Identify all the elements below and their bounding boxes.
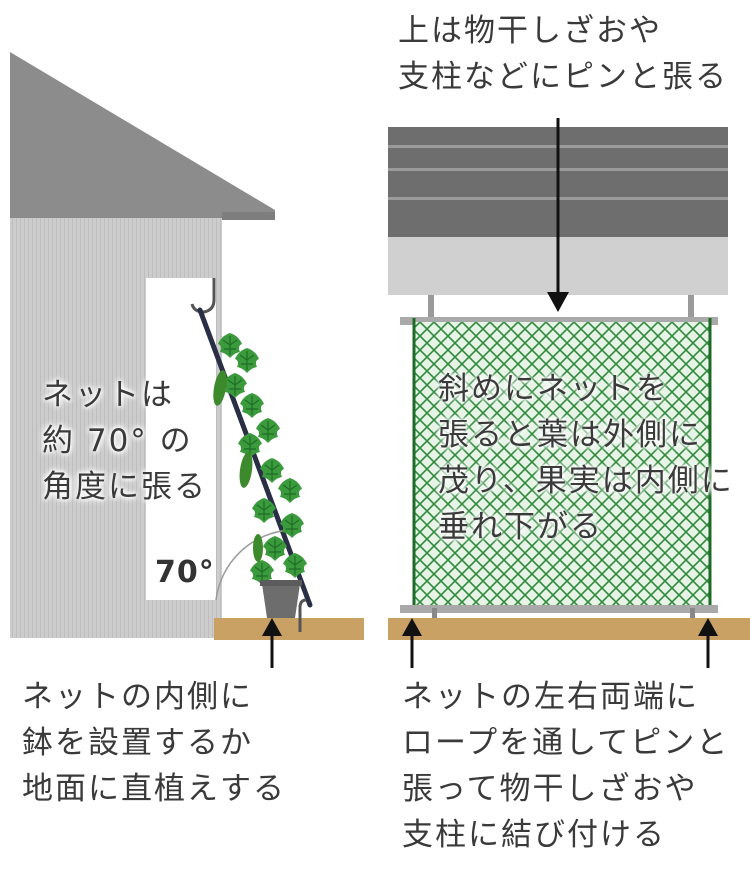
arrow-up-icon-right-2 <box>698 618 718 668</box>
roof-eave <box>222 212 275 220</box>
label-bottom-right-line-3: 張って物干しざおや <box>402 771 698 807</box>
angle-arc <box>215 529 291 601</box>
ground-right <box>388 618 750 640</box>
drying-pole-top <box>400 317 718 325</box>
arrow-down-icon-top <box>547 118 569 312</box>
label-bottom-right-line-4: 支柱に結び付ける <box>402 817 666 853</box>
label-net-center-line-2: 張ると葉は外側に <box>438 417 702 453</box>
label-top-right-line-1: 上は物干しざおや <box>398 13 662 49</box>
bracket-right <box>688 295 694 320</box>
label-net-center-line-4: 垂れ下がる <box>438 509 603 545</box>
angle-label: 70° <box>155 555 215 590</box>
ground-left <box>214 618 364 640</box>
label-left-middle-line-3: 角度に張る <box>42 469 207 505</box>
ground-peg-icon <box>298 598 307 632</box>
plant-pot <box>262 584 300 618</box>
label-bottom-right-line-1: ネットの左右両端に <box>402 679 699 715</box>
label-bottom-left-line-3: 地面に直植えする <box>22 771 286 807</box>
label-top-right-line-2: 支柱などにピンと張る <box>398 59 728 95</box>
arrow-up-icon-right-1 <box>402 618 422 668</box>
bracket-left <box>428 295 434 320</box>
roof <box>10 52 275 218</box>
label-net-center: 斜めにネットを 張ると葉は外側に 茂り、果実は内側に 垂れ下がる <box>438 366 734 550</box>
label-bottom-right-line-2: ロープを通してピンと <box>402 725 730 761</box>
label-net-center-line-1: 斜めにネットを <box>438 371 669 407</box>
label-left-middle-line-1: ネットは <box>42 377 174 413</box>
house <box>10 52 275 638</box>
wall-opening <box>146 278 216 600</box>
eave-soffit <box>145 218 222 278</box>
label-left-middle-line-2: 約 70° の <box>42 423 193 459</box>
label-net-center-line-3: 茂り、果実は内側に <box>438 463 734 499</box>
arrow-up-icon-left <box>262 618 282 668</box>
label-bottom-right: ネットの左右両端に ロープを通してピンと 張って物干しざおや 支柱に結び付ける <box>402 674 729 858</box>
cucumber-fruits <box>213 370 263 562</box>
drying-pole-bottom <box>400 605 718 613</box>
wall-base <box>146 600 216 638</box>
net-mesh <box>414 322 710 608</box>
label-bottom-left-line-1: ネットの内側に <box>22 679 253 715</box>
label-bottom-left-line-2: 鉢を設置するか <box>22 725 253 761</box>
label-left-middle: ネットは 約 70° の 角度に張る <box>42 372 207 510</box>
label-top-right: 上は物干しざおや 支柱などにピンと張る <box>398 8 728 100</box>
label-bottom-left: ネットの内側に 鉢を設置するか 地面に直植えする <box>22 674 286 812</box>
hook-icon <box>190 278 216 314</box>
